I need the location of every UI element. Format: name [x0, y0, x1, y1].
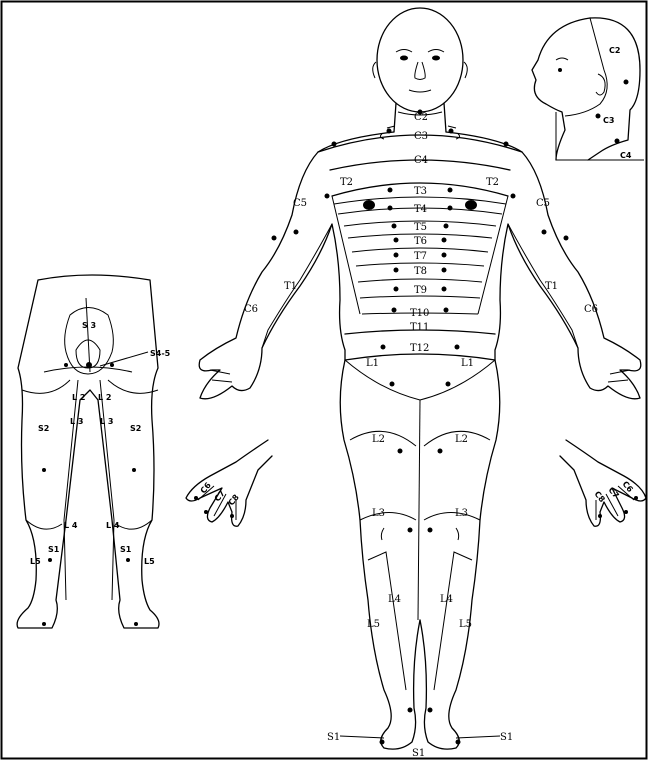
neck-outline-left	[444, 103, 446, 132]
label-c4: C4	[414, 155, 428, 166]
inset-label-c4: C4	[620, 151, 632, 160]
left-hand: C6 C7 C8	[560, 440, 646, 526]
label-t1-left: T1	[545, 281, 558, 292]
label-c3: C3	[414, 131, 428, 142]
back-label-l3-left: L 3	[100, 417, 113, 426]
label-t11: T11	[410, 322, 429, 333]
back-label-l2-left: L 2	[98, 393, 111, 402]
head-outline	[377, 8, 463, 112]
label-l5-right: L5	[367, 619, 380, 630]
label-s1-left: S1	[500, 732, 513, 743]
inset-label-c2: C2	[609, 46, 620, 55]
label-t10: T10	[410, 308, 429, 319]
right-hand: C6 C7 C8	[186, 440, 272, 526]
back-label-s45: S4-5	[150, 349, 171, 358]
back-label-l4-right: L 4	[64, 521, 78, 530]
back-label-l3-right: L 3	[70, 417, 83, 426]
label-t8: T8	[414, 266, 427, 277]
label-l5-left: L5	[459, 619, 472, 630]
label-l2-right: L2	[372, 434, 385, 445]
label-l1-right: L1	[366, 358, 379, 369]
label-l3-left: L3	[455, 508, 468, 519]
label-s1-center: S1	[412, 748, 425, 759]
label-t1-right: T1	[284, 281, 297, 292]
label-l1-left: L1	[461, 358, 474, 369]
label-t4: T4	[414, 204, 427, 215]
label-c5-right: C5	[293, 198, 307, 209]
label-l2-left: L2	[455, 434, 468, 445]
label-c2: C2	[414, 112, 428, 123]
label-t7: T7	[414, 251, 427, 262]
back-label-s2-left: S2	[130, 424, 141, 433]
back-label-l5-left: L5	[144, 557, 155, 566]
back-view-figure: S 3 S4-5 S2 S2 L 2 L 2 L 3 L 3 L 4 L 4 S…	[17, 275, 171, 628]
back-label-l4-left: L 4	[106, 521, 120, 530]
back-label-s3: S 3	[82, 321, 96, 330]
head-profile-inset: C2 C3 C4	[532, 18, 644, 160]
label-c5-left: C5	[536, 198, 550, 209]
back-label-l5-right: L5	[30, 557, 41, 566]
label-t9: T9	[414, 285, 427, 296]
label-t5: T5	[414, 222, 427, 233]
label-l4-right: L4	[388, 594, 401, 605]
label-l4-left: L4	[440, 594, 453, 605]
label-t6: T6	[414, 236, 427, 247]
label-s1-right: S1	[327, 732, 340, 743]
label-c6-left: C6	[584, 304, 598, 315]
hand-left-c8: C8	[592, 490, 607, 505]
back-label-s2-right: S2	[38, 424, 49, 433]
neck-outline-right	[394, 103, 396, 132]
front-labels: C2 C3 C4 C5 C5 C6 C6 T1 T1 T2 T2 T3 T4 T…	[244, 112, 598, 759]
label-t3: T3	[414, 186, 427, 197]
back-label-s1-right: S1	[48, 545, 60, 554]
face	[373, 50, 468, 93]
inset-label-c3: C3	[603, 116, 614, 125]
label-l3-right: L3	[372, 508, 385, 519]
back-label-l2-right: L 2	[72, 393, 85, 402]
label-t2-right: T2	[340, 177, 353, 188]
label-t2-left: T2	[486, 177, 499, 188]
label-c6-right: C6	[244, 304, 258, 315]
back-label-s1-left: S1	[120, 545, 132, 554]
label-t12: T12	[410, 343, 429, 354]
